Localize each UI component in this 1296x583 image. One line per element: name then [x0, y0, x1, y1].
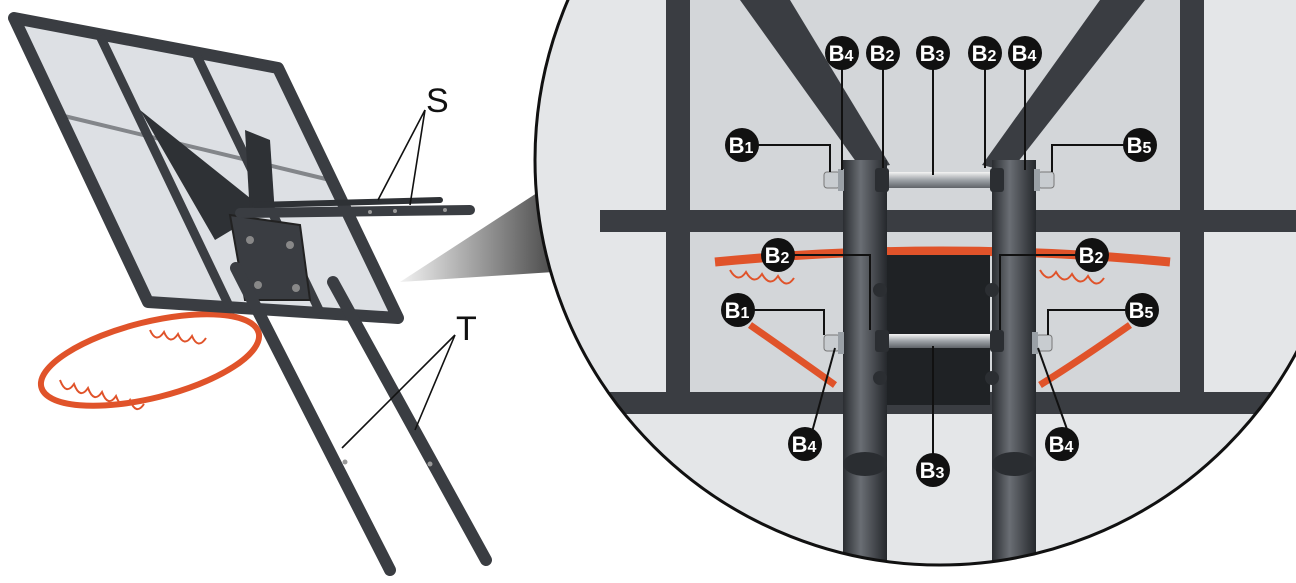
callout-badge-circle: [788, 427, 822, 461]
callout-badge-label: B5: [1129, 298, 1154, 323]
backboard-frame: [8, 12, 404, 324]
callout-b5-upper: B5: [1123, 128, 1157, 162]
callout-badge-circle: [761, 238, 795, 272]
callout-b1-lower: B1: [721, 293, 755, 327]
callout-badge-label: B2: [765, 243, 790, 268]
label-t: T: [456, 310, 477, 348]
callout-badge-circle: [725, 128, 759, 162]
callout-b5-lower: B5: [1125, 293, 1159, 327]
callout-badge-label: B4: [792, 432, 817, 457]
callout-badge-label: B1: [725, 298, 750, 323]
callout-badge-label: B3: [920, 41, 945, 66]
callout-badge-label: B2: [1079, 243, 1104, 268]
callout-badge-circle: [1045, 427, 1079, 461]
callout-badge-label: B3: [920, 458, 945, 483]
right-pole: [992, 160, 1036, 565]
callout-b4-top-right: B4: [1008, 36, 1042, 70]
callout-badge-circle: [1075, 238, 1109, 272]
callout-b4-bottom-right: B4: [1045, 427, 1079, 461]
bracket-arm: [140, 110, 265, 240]
bolt-heads: [823, 169, 1055, 354]
callout-leaders: [752, 66, 1128, 468]
callout-badge-circle: [1123, 128, 1157, 162]
callout-badge-label: B4: [1012, 41, 1037, 66]
callout-badge-label: B2: [870, 41, 895, 66]
callout-badge-circle: [866, 36, 900, 70]
overview-illustration: S T: [8, 12, 492, 576]
callout-b2-mid-right: B2: [1075, 238, 1109, 272]
callout-b4-top-left: B4: [825, 36, 859, 70]
callout-badge-circle: [1008, 36, 1042, 70]
callout-b2-top-right: B2: [968, 36, 1002, 70]
callout-badge-circle: [968, 36, 1002, 70]
callout-badge-circle: [825, 36, 859, 70]
callout-b3-bottom: B3: [916, 453, 950, 487]
callout-b2-mid-left: B2: [761, 238, 795, 272]
callout-badge-circle: [1125, 293, 1159, 327]
support-bars-s: [235, 197, 475, 218]
callout-b3-top: B3: [916, 36, 950, 70]
callout-b1-upper: B1: [725, 128, 759, 162]
cross-bar-lower: [886, 334, 993, 348]
cross-bar-upper: [886, 172, 993, 188]
left-pole: [843, 160, 887, 565]
callout-badge-label: B5: [1127, 133, 1152, 158]
callout-b2-top-left: B2: [866, 36, 900, 70]
callout-badge-circle: [916, 453, 950, 487]
label-s: S: [426, 82, 449, 120]
callout-badge-label: B4: [829, 41, 854, 66]
hoop-ring: [37, 311, 263, 411]
callout-badge-circle: [916, 36, 950, 70]
callout-badge-label: B1: [729, 133, 754, 158]
callout-badge-circle: [721, 293, 755, 327]
callout-b4-bottom-left: B4: [788, 427, 822, 461]
callout-badge-label: B4: [1049, 432, 1074, 457]
support-poles-t: [230, 262, 492, 576]
detail-plate: [872, 255, 990, 405]
callout-badge-label: B2: [972, 41, 997, 66]
